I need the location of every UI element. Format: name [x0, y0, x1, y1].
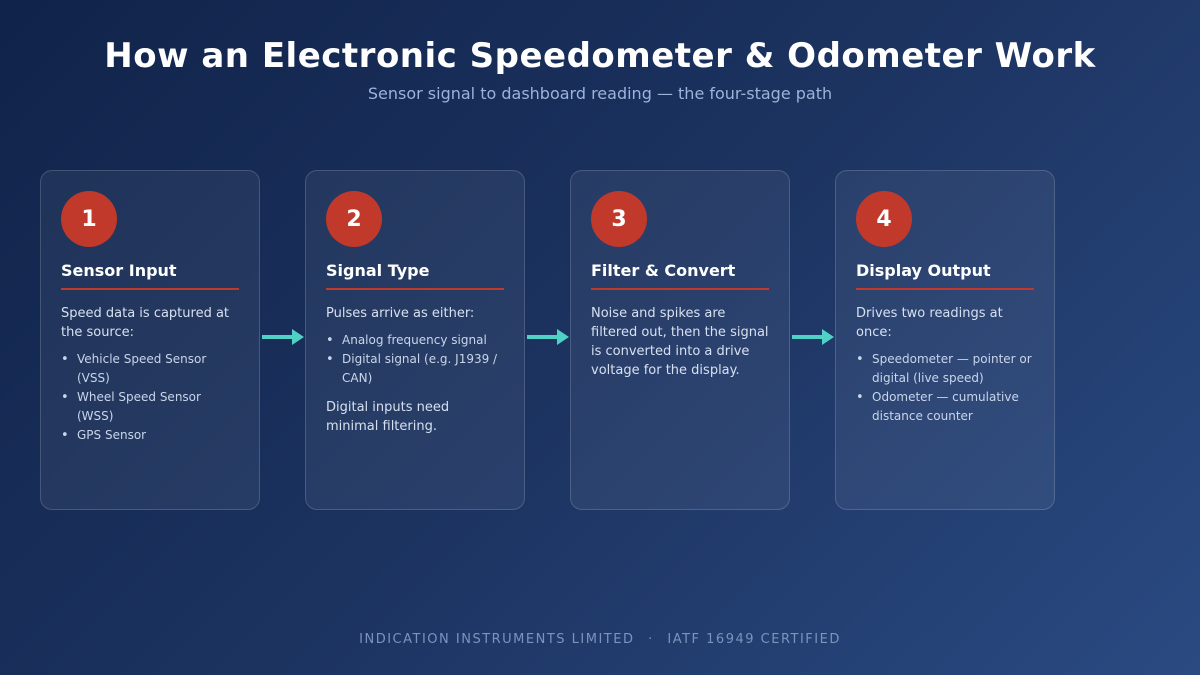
- stage-title: Filter & Convert: [591, 261, 769, 290]
- stage-number-badge: 1: [61, 191, 117, 247]
- arrow-right-icon: [527, 329, 569, 345]
- arrow-right-icon: [792, 329, 834, 345]
- stage-description: Pulses arrive as either:: [326, 306, 475, 321]
- footer: INDICATION INSTRUMENTS LIMITED · IATF 16…: [0, 632, 1200, 647]
- stage-number-badge: 4: [856, 191, 912, 247]
- stage-list: Speedometer — pointer or digital (live s…: [856, 350, 1034, 426]
- stage-list: Vehicle Speed Sensor (VSS) Wheel Speed S…: [61, 350, 239, 445]
- stage-title: Sensor Input: [61, 261, 239, 290]
- list-item: Vehicle Speed Sensor (VSS): [61, 350, 239, 388]
- stage-card-sensor-input: 1 Sensor Input Speed data is captured at…: [40, 170, 260, 510]
- arrow-right-icon: [262, 329, 304, 345]
- stage-description: Drives two readings at once:: [856, 306, 1003, 340]
- stage-title: Signal Type: [326, 261, 504, 290]
- list-item: Odometer — cumulative distance counter: [856, 388, 1034, 426]
- page-title: How an Electronic Speedometer & Odometer…: [104, 36, 1096, 76]
- stage-description: Speed data is captured at the source:: [61, 306, 230, 340]
- stage-card-display-output: 4 Display Output Drives two readings at …: [835, 170, 1055, 510]
- stage-number-badge: 2: [326, 191, 382, 247]
- list-item: Wheel Speed Sensor (WSS): [61, 388, 239, 426]
- footer-certification: IATF 16949 CERTIFIED: [667, 632, 841, 647]
- list-item: Speedometer — pointer or digital (live s…: [856, 350, 1034, 388]
- stage-card-signal-type: 2 Signal Type Pulses arrive as either: A…: [305, 170, 525, 510]
- stage-description: Noise and spikes are filtered out, then …: [591, 306, 769, 378]
- stage-note: Digital inputs need minimal filtering.: [326, 400, 450, 434]
- footer-separator: ·: [648, 632, 654, 647]
- list-item: Analog frequency signal: [326, 331, 504, 350]
- stage-number-badge: 3: [591, 191, 647, 247]
- page-subtitle: Sensor signal to dashboard reading — the…: [367, 84, 833, 103]
- footer-company: INDICATION INSTRUMENTS LIMITED: [359, 632, 635, 647]
- stage-title: Display Output: [856, 261, 1034, 290]
- list-item: Digital signal (e.g. J1939 / CAN): [326, 350, 504, 388]
- stage-card-filter-convert: 3 Filter & Convert Noise and spikes are …: [570, 170, 790, 510]
- stage-list: Analog frequency signal Digital signal (…: [326, 331, 504, 388]
- list-item: GPS Sensor: [61, 426, 239, 445]
